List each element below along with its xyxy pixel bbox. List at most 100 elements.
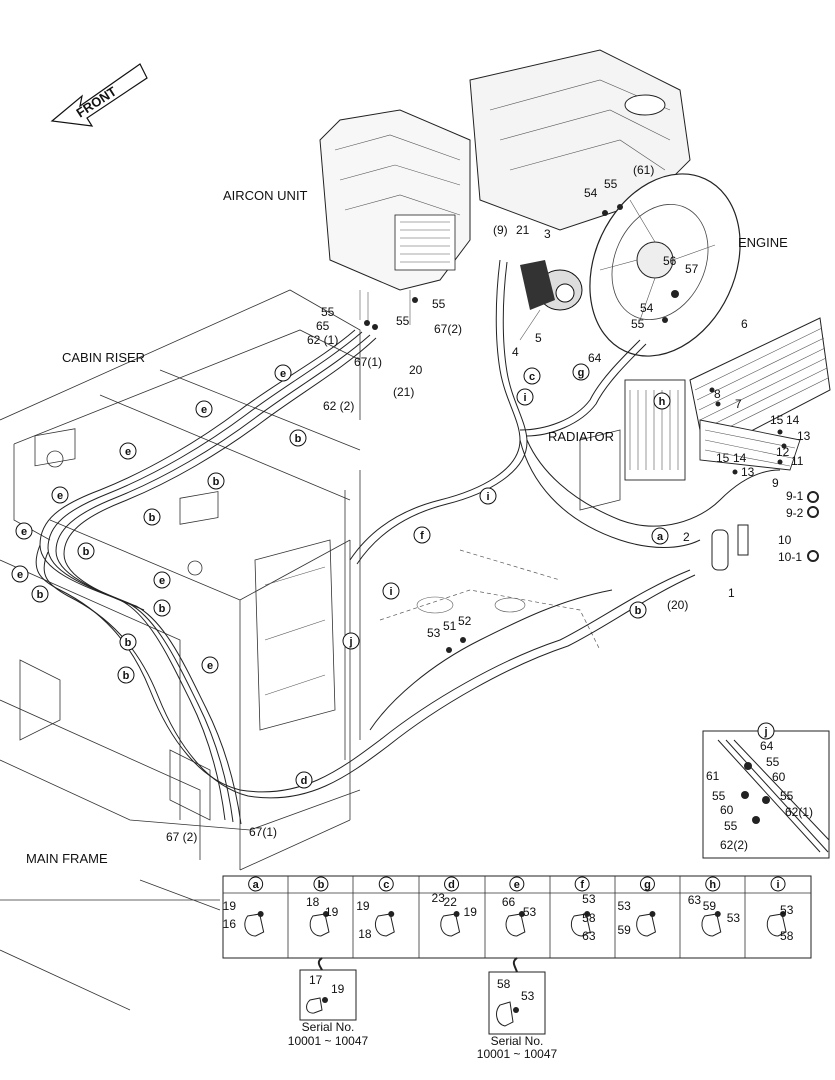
clip-marker-i[interactable]: i xyxy=(382,582,400,600)
svg-text:b: b xyxy=(123,670,130,682)
detail-view-j: j 64 55 61 60 55 55 60 62(1) 55 62(2) xyxy=(702,722,830,859)
clip-marker-b[interactable]: b xyxy=(119,633,137,651)
callout: 67(2) xyxy=(434,322,462,336)
radiator-drawing xyxy=(579,317,831,571)
serial-box-b: 17 19 Serial No. 10001 ~ 10047 xyxy=(288,957,369,1048)
legend-cells: a1916b1819c1918d232219e6653f535863g5359h… xyxy=(223,876,794,943)
svg-text:i: i xyxy=(486,491,489,503)
svg-text:c: c xyxy=(529,371,535,383)
clip-marker-e[interactable]: e xyxy=(201,656,219,674)
callout: 57 xyxy=(685,262,699,276)
clip-marker-b[interactable]: b xyxy=(289,429,307,447)
callout: (20) xyxy=(667,598,688,612)
detail-j-marker: j xyxy=(763,726,767,738)
serial-part: 17 xyxy=(309,973,323,987)
radiator-label: RADIATOR xyxy=(548,429,614,444)
clip-marker-e[interactable]: e xyxy=(119,442,137,460)
callout: 10 xyxy=(778,533,792,547)
clip-markers: a b b b b b b b b b c d e e e e e e e e … xyxy=(11,363,671,789)
callout: 54 xyxy=(640,301,654,315)
main-frame-drawing xyxy=(0,289,601,1011)
main-frame-label: MAIN FRAME xyxy=(26,851,108,866)
callout: 14 xyxy=(786,413,800,427)
legend-part-number: 58 xyxy=(582,911,596,925)
clip-marker-e[interactable]: e xyxy=(195,400,213,418)
clip-marker-d[interactable]: d xyxy=(295,771,313,789)
clip-marker-j[interactable]: j xyxy=(342,632,360,650)
callout: 62 (2) xyxy=(323,399,354,413)
callout: (21) xyxy=(393,385,414,399)
hose-routing xyxy=(35,259,781,825)
clip-marker-b[interactable]: b xyxy=(153,599,171,617)
clip-marker-g[interactable]: g xyxy=(572,363,590,381)
svg-text:e: e xyxy=(125,446,131,458)
clip-marker-h[interactable]: h xyxy=(653,392,671,410)
serial-part: 53 xyxy=(521,989,535,1003)
clip-marker-b[interactable]: b xyxy=(207,472,225,490)
svg-text:a: a xyxy=(657,531,664,543)
svg-text:b: b xyxy=(295,433,302,445)
callout: 5 xyxy=(535,331,542,345)
callout: 65 xyxy=(316,319,330,333)
clip-marker-e[interactable]: e xyxy=(153,571,171,589)
legend-part-number: 19 xyxy=(325,905,339,919)
clip-marker-b[interactable]: b xyxy=(117,666,135,684)
callout: 51 xyxy=(443,619,457,633)
clip-marker-f[interactable]: f xyxy=(413,526,431,544)
detail-j-label: 55 xyxy=(766,755,780,769)
serial-label: Serial No. xyxy=(491,1034,544,1048)
legend-letter: f xyxy=(580,879,584,891)
clip-marker-b[interactable]: b xyxy=(629,601,647,619)
legend-part-number: 59 xyxy=(617,923,631,937)
engine-drawing xyxy=(469,49,741,357)
legend-part-number: 53 xyxy=(582,892,596,906)
svg-text:h: h xyxy=(659,396,666,408)
svg-text:e: e xyxy=(131,577,137,589)
callout: 9-1 xyxy=(786,489,804,503)
callout: 55 xyxy=(432,297,446,311)
callout: 15 xyxy=(770,413,784,427)
svg-text:e: e xyxy=(21,526,27,538)
legend-part-number: 53 xyxy=(727,911,741,925)
clip-icon xyxy=(309,913,330,937)
clip-icon xyxy=(375,913,395,937)
legend-part-number: 63 xyxy=(688,893,702,907)
svg-text:e: e xyxy=(280,368,286,380)
aircon-unit-label: AIRCON UNIT xyxy=(223,188,308,203)
engine-label: ENGINE xyxy=(738,235,788,250)
legend-part-number: 59 xyxy=(703,899,717,913)
svg-text:b: b xyxy=(149,512,156,524)
callout: 52 xyxy=(458,614,472,628)
clip-marker-e[interactable]: e xyxy=(51,486,69,504)
clip-marker-b[interactable]: b xyxy=(31,585,49,603)
clip-marker-b[interactable]: b xyxy=(143,508,161,526)
callout: 11 xyxy=(791,454,804,468)
callout: 9 xyxy=(772,476,779,490)
legend-part-number: 58 xyxy=(780,929,794,943)
legend-letter: g xyxy=(644,879,651,891)
svg-text:i: i xyxy=(389,586,392,598)
clip-marker-e[interactable]: e xyxy=(274,364,292,382)
svg-text:b: b xyxy=(37,589,44,601)
clip-marker-c[interactable]: c xyxy=(523,367,541,385)
serial-box-e: 58 53 Serial No. 10001 ~ 10047 xyxy=(477,957,558,1061)
clip-marker-b[interactable]: b xyxy=(77,542,95,560)
svg-text:e: e xyxy=(17,569,23,581)
svg-text:f: f xyxy=(420,530,424,542)
callout: 12 xyxy=(776,445,790,459)
legend-letter: b xyxy=(318,879,325,891)
callout: 55 xyxy=(631,317,645,331)
callout: 2 xyxy=(683,530,690,544)
clip-marker-i[interactable]: i xyxy=(479,487,497,505)
clip-marker-e[interactable]: e xyxy=(11,565,29,583)
clip-marker-a[interactable]: a xyxy=(651,527,669,545)
callout: 64 xyxy=(588,351,602,365)
callout: 3 xyxy=(544,227,551,241)
clip-marker-i[interactable]: i xyxy=(516,388,534,406)
clip-marker-e[interactable]: e xyxy=(15,522,33,540)
serial-range: 10001 ~ 10047 xyxy=(477,1047,558,1061)
legend-letter: h xyxy=(709,879,716,891)
